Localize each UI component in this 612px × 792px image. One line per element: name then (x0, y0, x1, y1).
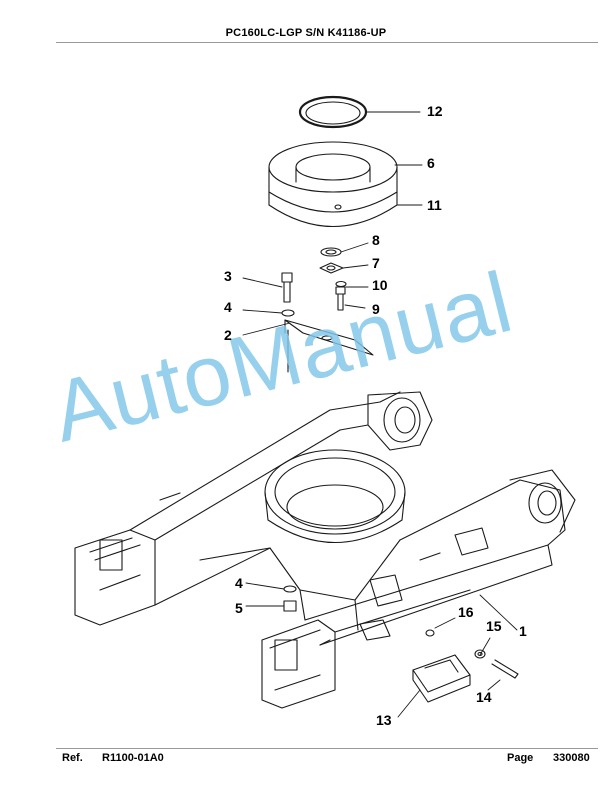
track-frame (74, 391, 576, 709)
callout-5: 5 (235, 600, 243, 616)
callout-7: 7 (372, 255, 380, 271)
callout-1: 1 (519, 623, 527, 639)
callout-3: 3 (224, 268, 232, 284)
lower-nut-washer (283, 585, 297, 612)
small-fasteners (319, 247, 347, 311)
callout-14: 14 (476, 689, 492, 705)
page-header-title: PC160LC-LGP S/N K41186-UP (225, 27, 387, 39)
footer-ref-label: Ref. (62, 752, 83, 764)
callout-4-lower: 4 (235, 575, 243, 591)
callout-8: 8 (372, 232, 380, 248)
header-divider (56, 42, 598, 43)
footer-ref-code: R1100-01A0 (102, 752, 164, 764)
cover-and-bolts (359, 619, 519, 703)
callout-9: 9 (372, 301, 380, 317)
footer-page-number: 330080 (553, 752, 590, 764)
bearing-part (268, 141, 398, 227)
callout-10: 10 (372, 277, 388, 293)
leader-lines (242, 111, 518, 718)
callout-12: 12 (427, 103, 443, 119)
callout-2: 2 (224, 327, 232, 343)
callout-13: 13 (376, 712, 392, 728)
footer-divider (56, 748, 598, 749)
callout-16: 16 (458, 604, 474, 620)
callout-4-upper: 4 (224, 299, 232, 315)
ring-seal-part (298, 95, 368, 129)
footer-page-label: Page (507, 752, 534, 764)
callout-15: 15 (486, 618, 502, 634)
callout-11: 11 (427, 197, 442, 213)
callout-6: 6 (427, 155, 435, 171)
